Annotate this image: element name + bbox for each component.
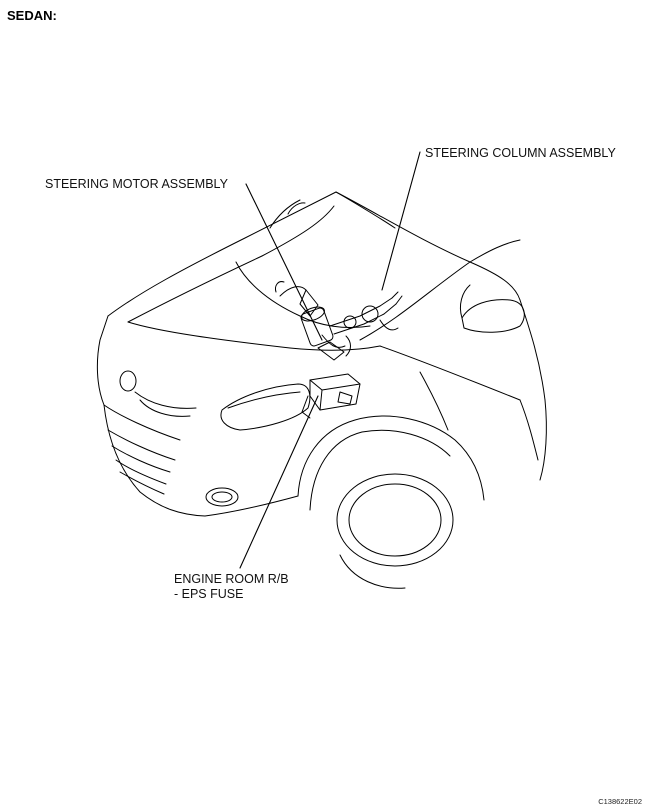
label-steering-column-assembly: STEERING COLUMN ASSEMBLY — [425, 146, 616, 160]
label-eps-fuse: - EPS FUSE — [174, 587, 244, 601]
label-engine-room-rb: ENGINE ROOM R/B — [174, 572, 289, 586]
fog-lamp — [206, 488, 238, 506]
leader-lines — [240, 152, 420, 568]
label-steering-motor-assembly: STEERING MOTOR ASSEMBLY — [45, 177, 228, 191]
engine-room-rb-drawing — [302, 374, 360, 418]
front-grille — [104, 371, 196, 494]
page-title: SEDAN: — [7, 8, 57, 23]
side-mirror — [460, 285, 524, 332]
front-wheel — [298, 416, 484, 588]
car-body-outline — [97, 192, 546, 516]
headlight — [221, 384, 310, 430]
steering-motor-drawing — [275, 282, 402, 360]
figure-code: C138622E02 — [598, 797, 642, 806]
